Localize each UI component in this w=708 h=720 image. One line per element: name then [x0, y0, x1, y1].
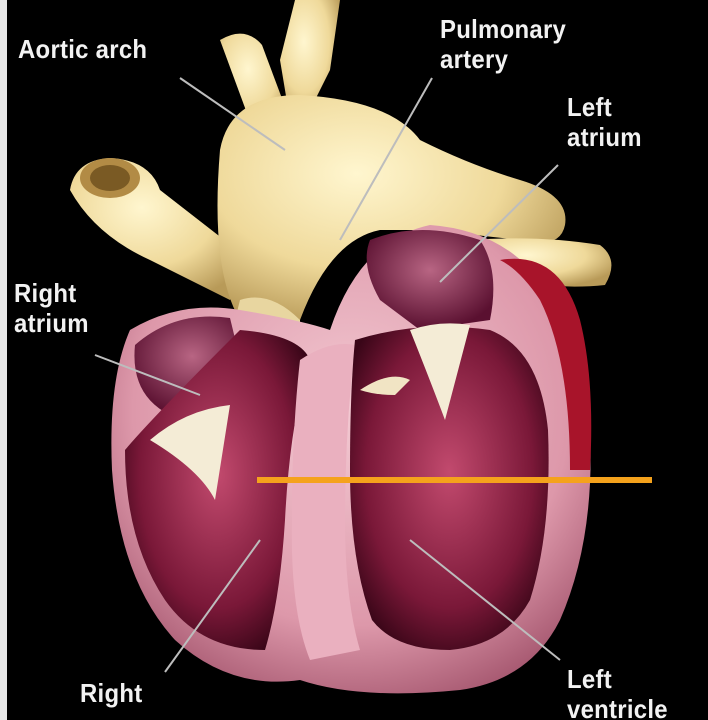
label-left-ventricle: Left ventricle	[567, 664, 668, 720]
label-aortic-arch: Aortic arch	[18, 34, 147, 64]
heart-body	[111, 225, 591, 693]
highlight-marker-line	[257, 477, 652, 483]
label-right-ventricle: Right	[80, 678, 142, 708]
label-pulmonary-artery: Pulmonary artery	[440, 14, 566, 74]
label-right-atrium: Right atrium	[14, 278, 89, 338]
image-left-edge	[0, 0, 7, 720]
label-left-atrium: Left atrium	[567, 92, 642, 152]
